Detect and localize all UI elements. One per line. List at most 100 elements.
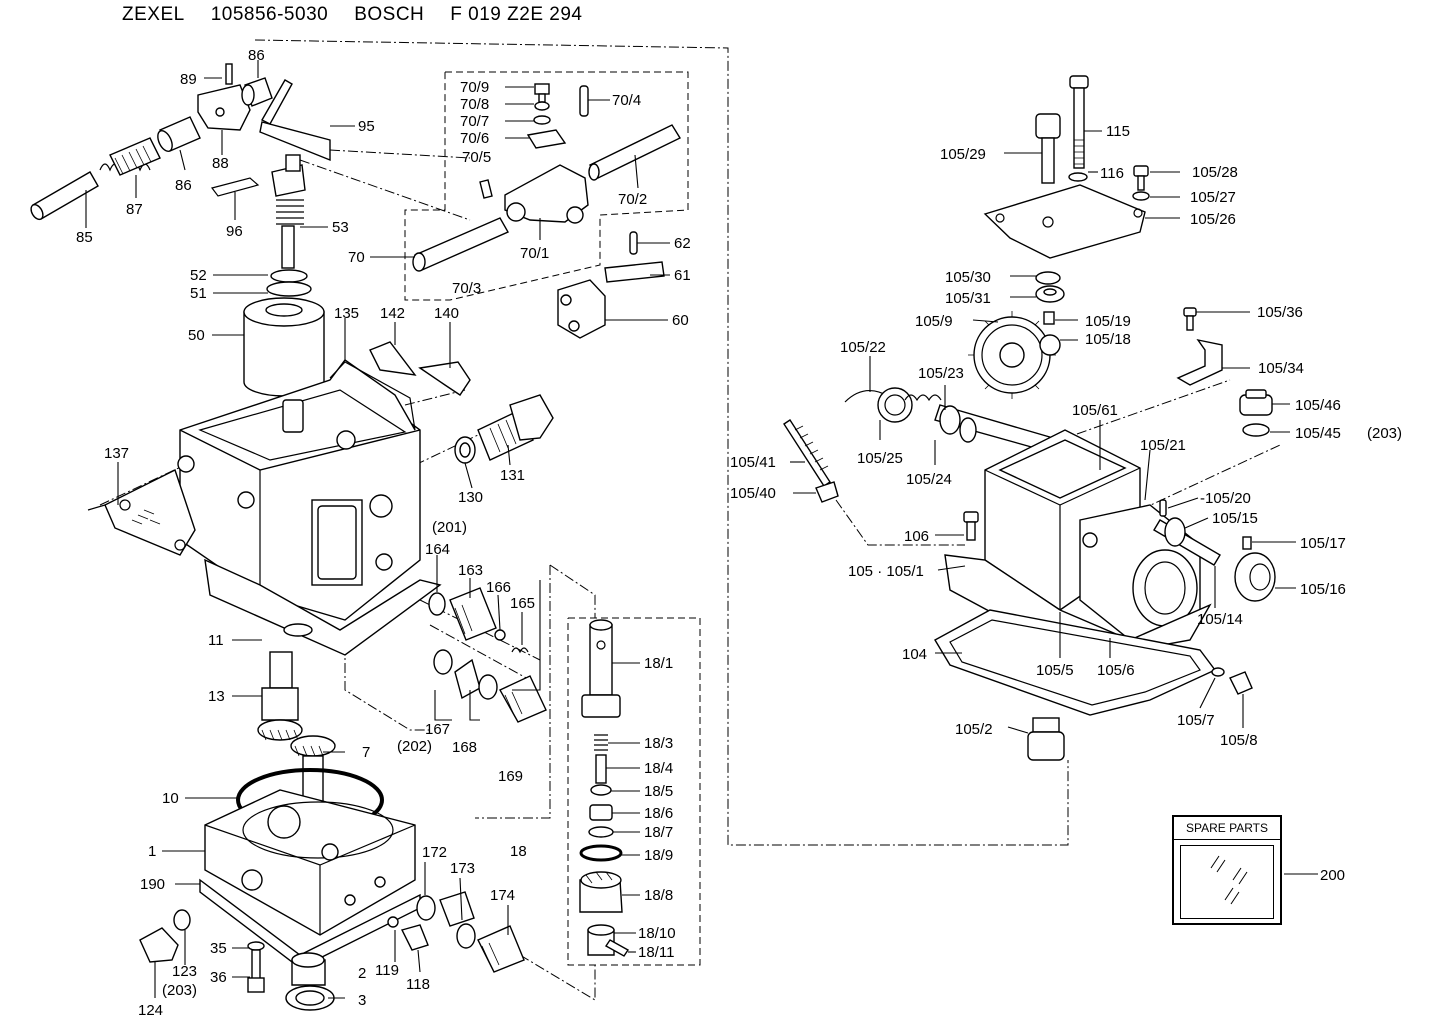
- spare-parts-glass-icon: [1180, 845, 1274, 919]
- label-118: 118: [406, 976, 430, 993]
- label-105-9: 105/9: [915, 313, 953, 330]
- label-203-right: (203): [1367, 425, 1402, 442]
- label-86-top: 86: [248, 47, 265, 64]
- label-105-29: 105/29: [940, 146, 986, 163]
- linkage-parts: [30, 63, 331, 397]
- label-115: 115: [1106, 123, 1130, 140]
- label-86-mid: 86: [175, 177, 192, 194]
- label-105-24: 105/24: [906, 471, 952, 488]
- label-105-45: 105/45: [1295, 425, 1341, 442]
- label-105-23: 105/23: [918, 365, 964, 382]
- label-89: 89: [180, 71, 197, 88]
- leader-lines: [85, 60, 1318, 999]
- label-18-10: 18/10: [638, 925, 676, 942]
- label-105-5: 105/5: [1036, 662, 1074, 679]
- label-105-2: 105/2: [955, 721, 993, 738]
- label-105-14: 105/14: [1197, 611, 1243, 628]
- label-70-1: 70/1: [520, 245, 549, 262]
- label-105-7: 105/7: [1177, 712, 1215, 729]
- label-105-105-1: 105 · 105/1: [848, 563, 924, 580]
- label-167: 167: [425, 721, 450, 738]
- header-bosch-number: F 019 Z2E 294: [450, 4, 583, 25]
- label-135: 135: [334, 305, 359, 322]
- label-1: 1: [148, 843, 156, 860]
- label-137: 137: [104, 445, 129, 462]
- label-174: 174: [490, 887, 515, 904]
- label-18-1: 18/1: [644, 655, 673, 672]
- label-70-5: 70/5: [462, 149, 491, 166]
- spare-parts-title: SPARE PARTS: [1174, 817, 1280, 840]
- label-105-40: 105/40: [730, 485, 776, 502]
- label-131: 131: [500, 467, 525, 484]
- label-96: 96: [226, 223, 243, 240]
- label-142: 142: [380, 305, 405, 322]
- label-70-6: 70/6: [460, 130, 489, 147]
- label-201: (201): [432, 519, 467, 536]
- label-18-6: 18/6: [644, 805, 673, 822]
- label-85: 85: [76, 229, 93, 246]
- label-104: 104: [902, 646, 927, 663]
- label-18-7: 18/7: [644, 824, 673, 841]
- right-actuator-assembly: [783, 75, 1276, 761]
- label-105-27: 105/27: [1190, 189, 1236, 206]
- label-116: 116: [1100, 165, 1124, 182]
- label-95: 95: [358, 118, 375, 135]
- label-53: 53: [332, 219, 349, 236]
- plunger-group: [579, 619, 630, 957]
- header-brand-bosch: BOSCH: [354, 4, 425, 25]
- label-203-left: (203): [162, 982, 197, 999]
- label-88: 88: [212, 155, 229, 172]
- label-18-8: 18/8: [644, 887, 673, 904]
- label-169: 169: [498, 768, 523, 785]
- label-70-9: 70/9: [460, 79, 489, 96]
- label-52: 52: [190, 267, 207, 284]
- label-18: 18: [510, 843, 527, 860]
- label-105-22: 105/22: [840, 339, 886, 356]
- spare-parts-box: SPARE PARTS: [1172, 815, 1282, 925]
- label-105-20: -105/20: [1200, 490, 1251, 507]
- label-70-8: 70/8: [460, 96, 489, 113]
- label-18-5: 18/5: [644, 783, 673, 800]
- label-105-31: 105/31: [945, 290, 991, 307]
- label-7: 7: [362, 744, 370, 761]
- lower-housing: [199, 651, 421, 969]
- label-165: 165: [510, 595, 535, 612]
- label-119: 119: [375, 962, 399, 979]
- label-124: 124: [138, 1002, 163, 1019]
- label-62: 62: [674, 235, 691, 252]
- label-3: 3: [358, 992, 366, 1009]
- label-105-61: 105/61: [1072, 402, 1118, 419]
- label-13: 13: [208, 688, 225, 705]
- label-105-17: 105/17: [1300, 535, 1346, 552]
- label-163: 163: [458, 562, 483, 579]
- label-105-8: 105/8: [1220, 732, 1258, 749]
- label-200: 200: [1320, 867, 1345, 884]
- label-105-26: 105/26: [1190, 211, 1236, 228]
- label-105-18: 105/18: [1085, 331, 1131, 348]
- label-50: 50: [188, 327, 205, 344]
- label-18-3: 18/3: [644, 735, 673, 752]
- label-18-4: 18/4: [644, 760, 673, 777]
- label-18-11: 18/11: [638, 944, 674, 961]
- label-106: 106: [904, 528, 929, 545]
- governor-shaft-group: [412, 83, 682, 339]
- label-105-46: 105/46: [1295, 397, 1341, 414]
- label-70: 70: [348, 249, 365, 266]
- label-105-36: 105/36: [1257, 304, 1303, 321]
- label-164: 164: [425, 541, 450, 558]
- label-105-21: 105/21: [1140, 437, 1186, 454]
- label-105-25: 105/25: [857, 450, 903, 467]
- label-11: 11: [208, 632, 224, 649]
- label-70-2: 70/2: [618, 191, 647, 208]
- callout-labels: 89 86 95 88 86 87 85 96 53 52 51 50 70/9…: [76, 47, 1402, 1019]
- label-51: 51: [190, 285, 207, 302]
- label-173: 173: [450, 860, 475, 877]
- label-105-15: 105/15: [1212, 510, 1258, 527]
- label-105-19: 105/19: [1085, 313, 1131, 330]
- label-60: 60: [672, 312, 689, 329]
- governor-housing: [87, 341, 554, 656]
- label-2: 2: [358, 965, 366, 982]
- label-105-34: 105/34: [1258, 360, 1304, 377]
